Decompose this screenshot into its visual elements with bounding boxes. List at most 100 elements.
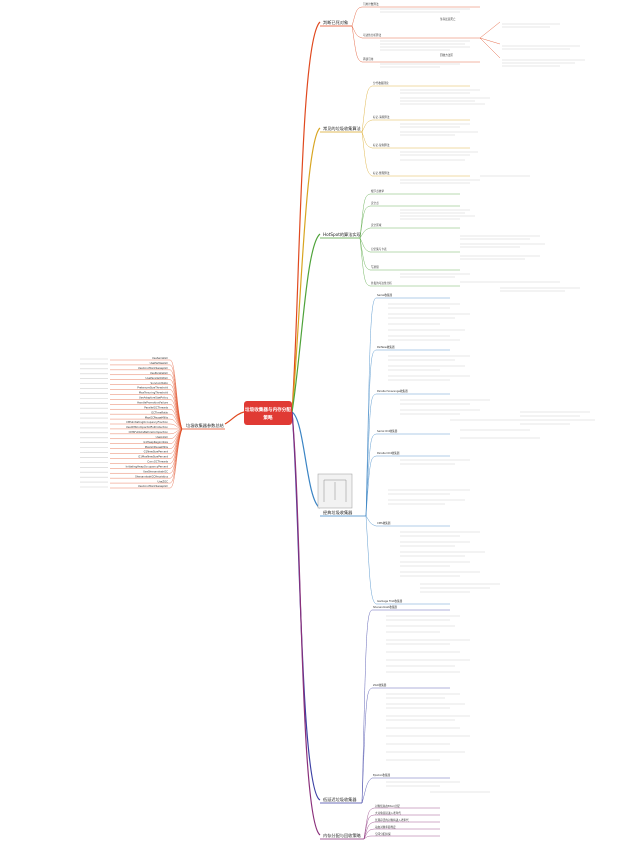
branch-b5[interactable]: 低延迟垃圾收集器 Shenandoah收集器 ZGC收集器 Epsilon收集器	[320, 605, 490, 804]
left-param-item: CMSFullGCsBeforeCompaction	[129, 430, 169, 434]
left-param-list: UseSerialGCUseParNewGCUseConcMarkSweepGC…	[126, 356, 169, 488]
branch-b5-tree	[361, 609, 450, 804]
left-param-item: UseG1GC	[156, 435, 169, 439]
branch-b1-label: 判断已死对象	[323, 19, 348, 26]
b4-item-1: Serial收集器	[377, 293, 393, 297]
b1-item-2: 可达性分析算法	[363, 33, 382, 37]
branch-b3-tree	[359, 193, 460, 287]
b4-item-7: Garbage First收集器	[377, 599, 403, 603]
left-param-connector	[169, 428, 183, 444]
left-param-connector	[169, 399, 183, 430]
b5-item-1: Shenandoah收集器	[373, 605, 397, 609]
b3-item-5: 写屏障	[371, 265, 379, 269]
branch-b1[interactable]: 判断已死对象 引用计数算法 可达性分析算法 再谈引用 生存还是死亡 回收方法区	[320, 2, 585, 68]
branch-b4[interactable]: 经典垃圾收集器 Serial收集器 ParNew收集器 Parallel Sca…	[317, 293, 595, 605]
central-topic-line2: 策略	[263, 414, 273, 421]
connector-b4	[291, 411, 321, 509]
left-param-item: MaxGCPauseMillis	[145, 415, 169, 419]
left-param-item: UseAdaptiveSizePolicy	[139, 396, 169, 400]
b3-item-1: 根节点枚举	[371, 189, 384, 193]
connector-b6	[291, 411, 321, 836]
b3-note-lines	[400, 209, 580, 292]
left-param-item: UseConcMarkSweepGC	[138, 484, 168, 488]
b3-item-2: 安全点	[371, 201, 379, 205]
left-param-connector	[169, 423, 183, 430]
branch-b2-label: 常见的垃圾收集算法	[323, 125, 361, 132]
b6-item-4: 动态对象年龄判定	[375, 825, 396, 829]
left-param-connector	[169, 418, 183, 430]
left-param-connector	[169, 409, 183, 430]
b4-item-6: CMS收集器	[377, 521, 391, 525]
left-param-connector	[169, 428, 183, 435]
left-param-item: UseSerialGC	[152, 356, 168, 360]
branch-b4-tree	[365, 297, 450, 605]
central-topic-line1: 垃圾收集器与内存分配	[245, 406, 291, 413]
left-param-item: CMSInitiatingOccupancyFraction	[126, 420, 168, 424]
b4-item-5: Parallel Old收集器	[377, 451, 400, 455]
left-param-connector	[169, 404, 183, 430]
central-topic[interactable]: 垃圾收集器与内存分配 策略	[244, 401, 292, 425]
b4-thumbnail-detail	[323, 479, 347, 502]
branch-b6-label: 内存分配与回收策略	[323, 832, 362, 839]
b1-item-1: 引用计数算法	[363, 2, 379, 6]
connector-b2	[291, 127, 321, 413]
left-param-item: SurvivorRatio	[151, 381, 169, 385]
b2-note-lines	[400, 89, 530, 184]
branch-b3-label: HotSpot的算法实现	[323, 231, 361, 238]
branch-b6[interactable]: 内存分配与回收策略 对象优先在Eden分配 大对象直接进入老年代 长期存活的对象…	[320, 804, 440, 840]
b5-note-lines	[386, 615, 490, 793]
b3-item-6: 并发的可达性分析	[371, 281, 392, 285]
b4-item-3: Parallel Scavenge收集器	[377, 389, 408, 393]
left-param-item: HandlePromotionFailure	[137, 401, 168, 405]
left-param-item: G1NewSizePercent	[144, 450, 168, 454]
b4-item-2: ParNew收集器	[377, 345, 395, 349]
left-param-item: MaxTenuringThreshold	[139, 391, 169, 395]
connector-left	[224, 411, 245, 425]
b6-item-3: 长期存活的对象将进入老年代	[375, 818, 409, 822]
left-param-item: UseZGC	[158, 479, 169, 483]
left-param-connector	[169, 428, 183, 489]
b6-item-2: 大对象直接进入老年代	[375, 811, 401, 815]
left-param-item: UseParNewGC	[150, 361, 169, 365]
b2-item-4: 标记-整理算法	[373, 171, 390, 175]
left-param-item: G1MaxNewSizePercent	[138, 455, 168, 459]
main-connectors	[224, 21, 321, 836]
branch-b2[interactable]: 常见的垃圾收集算法 分代收集理论 标记-清除算法 标记-复制算法 标记-整理算法	[320, 81, 530, 184]
left-param-item: InitiatingHeapOccupancyPercent	[126, 465, 168, 469]
branch-b4-label: 经典垃圾收集器	[323, 509, 353, 516]
branch-b2-tree	[361, 85, 470, 177]
b4-note-lines	[388, 303, 595, 593]
left-param-connector	[169, 413, 183, 430]
b1-item-5: 回收方法区	[440, 53, 453, 57]
b3-item-3: 安全区域	[371, 223, 382, 227]
branch-left-label: 垃圾收集器参数总结	[186, 422, 224, 429]
left-param-item: ParallelGCThreads	[144, 405, 168, 409]
b6-item-5: 空间分配担保	[375, 832, 391, 836]
b6-item-1: 对象优先在Eden分配	[375, 804, 400, 808]
branch-b6-tree	[363, 807, 440, 840]
left-param-item: UseParallelOldGC	[145, 376, 168, 380]
b5-item-2: ZGC收集器	[373, 683, 387, 687]
left-param-connector	[169, 428, 183, 439]
connector-b1	[291, 21, 321, 413]
left-param-item: MaxGCPauseMillis	[145, 445, 169, 449]
connector-b3	[291, 233, 321, 413]
left-param-item: UseConcMarkSweepGC	[138, 366, 168, 370]
b1-note-lines	[380, 8, 585, 68]
left-param-item: ConcGCThreads	[147, 460, 168, 464]
b2-item-1: 分代收集理论	[373, 81, 389, 85]
branch-b3[interactable]: HotSpot的算法实现 根节点枚举 安全点 安全区域 记忆集与卡表 写屏障 并…	[320, 189, 580, 292]
left-param-item: UseParallelGC	[150, 371, 168, 375]
left-param-item: ShenandoahGCHeuristics	[135, 474, 169, 478]
b4-thumbnail-image	[317, 473, 353, 509]
branch-b1-tree	[351, 6, 501, 63]
b2-item-3: 标记-复制算法	[373, 143, 390, 147]
b5-item-3: Epsilon收集器	[373, 773, 390, 777]
branch-b5-label: 低延迟垃圾收集器	[323, 796, 357, 803]
left-param-item: UseCMSCompactAtFullCollection	[126, 425, 169, 429]
b4-item-4: Serial Old收集器	[377, 429, 398, 433]
left-param-item: GCTimeRatio	[151, 410, 168, 414]
left-param-item: G1HeapRegionSize	[143, 440, 168, 444]
